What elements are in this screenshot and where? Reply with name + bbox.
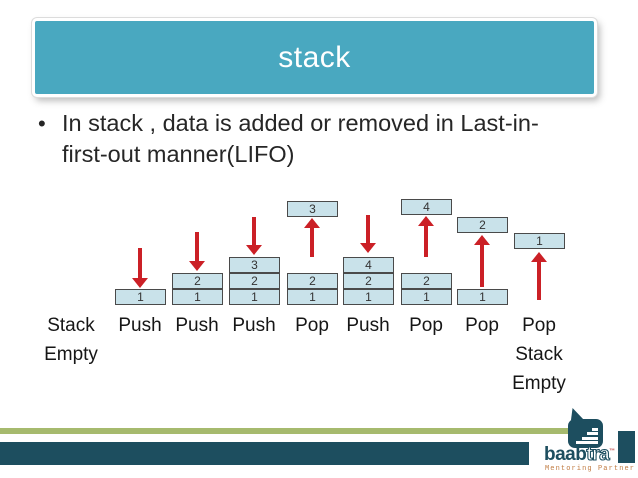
pop-arrow-icon: [418, 216, 434, 257]
footer-green-stripe: [0, 428, 568, 434]
stack-box: 1: [287, 289, 338, 305]
popped-box: 4: [401, 199, 452, 215]
stack-box: 2: [343, 273, 394, 289]
baabtra-logo: baabtra™ Mentoring Partner: [540, 400, 638, 478]
stack-box: 1: [343, 289, 394, 305]
bullet-text: In stack , data is added or removed in L…: [62, 108, 539, 170]
stack-box: 1: [172, 289, 223, 305]
push-arrow-icon: [360, 215, 376, 253]
stack-box: 1: [115, 289, 166, 305]
operation-label: Pop: [409, 315, 443, 336]
popped-box: 3: [287, 201, 338, 217]
operation-label: Stack Empty: [44, 315, 98, 365]
page-title: stack: [278, 40, 351, 74]
slide-title-box: stack: [32, 18, 597, 97]
stack-box: 4: [343, 257, 394, 273]
popped-box: 1: [514, 233, 565, 249]
operation-label: Push: [346, 315, 390, 336]
popped-box: 2: [457, 217, 508, 233]
bullet-text-line-2: first-out manner(LIFO): [62, 141, 295, 167]
pop-arrow-icon: [304, 218, 320, 257]
operation-label: Push: [232, 315, 276, 336]
bullet-marker: •: [38, 111, 46, 136]
brand-tagline: Mentoring Partner: [545, 465, 636, 473]
trademark-mark: ™: [609, 448, 615, 455]
operation-label: Pop Stack Empty: [512, 315, 566, 394]
brand-solid: baab: [544, 444, 587, 465]
brand-outline: tra: [586, 443, 610, 465]
logo-tail: [571, 408, 584, 420]
pop-arrow-icon: [531, 252, 547, 300]
bullet-text-line-1: In stack , data is added or removed in L…: [62, 110, 539, 136]
push-arrow-icon: [132, 248, 148, 288]
operation-label: Push: [118, 315, 162, 336]
stack-box: 1: [457, 289, 508, 305]
footer-teal-band: [0, 442, 529, 465]
brand-text: baabtra™: [544, 443, 615, 466]
stack-box: 2: [401, 273, 452, 289]
push-arrow-icon: [246, 217, 262, 255]
stack-box: 2: [287, 273, 338, 289]
operation-label: Pop: [295, 315, 329, 336]
stack-box: 2: [229, 273, 280, 289]
footer-accent-block: [618, 431, 635, 463]
push-arrow-icon: [189, 232, 205, 271]
stack-box: 1: [401, 289, 452, 305]
operation-label: Pop: [465, 315, 499, 336]
stack-box: 1: [229, 289, 280, 305]
stack-box: 2: [172, 273, 223, 289]
stack-box: 3: [229, 257, 280, 273]
operation-label: Push: [175, 315, 219, 336]
pop-arrow-icon: [474, 235, 490, 287]
